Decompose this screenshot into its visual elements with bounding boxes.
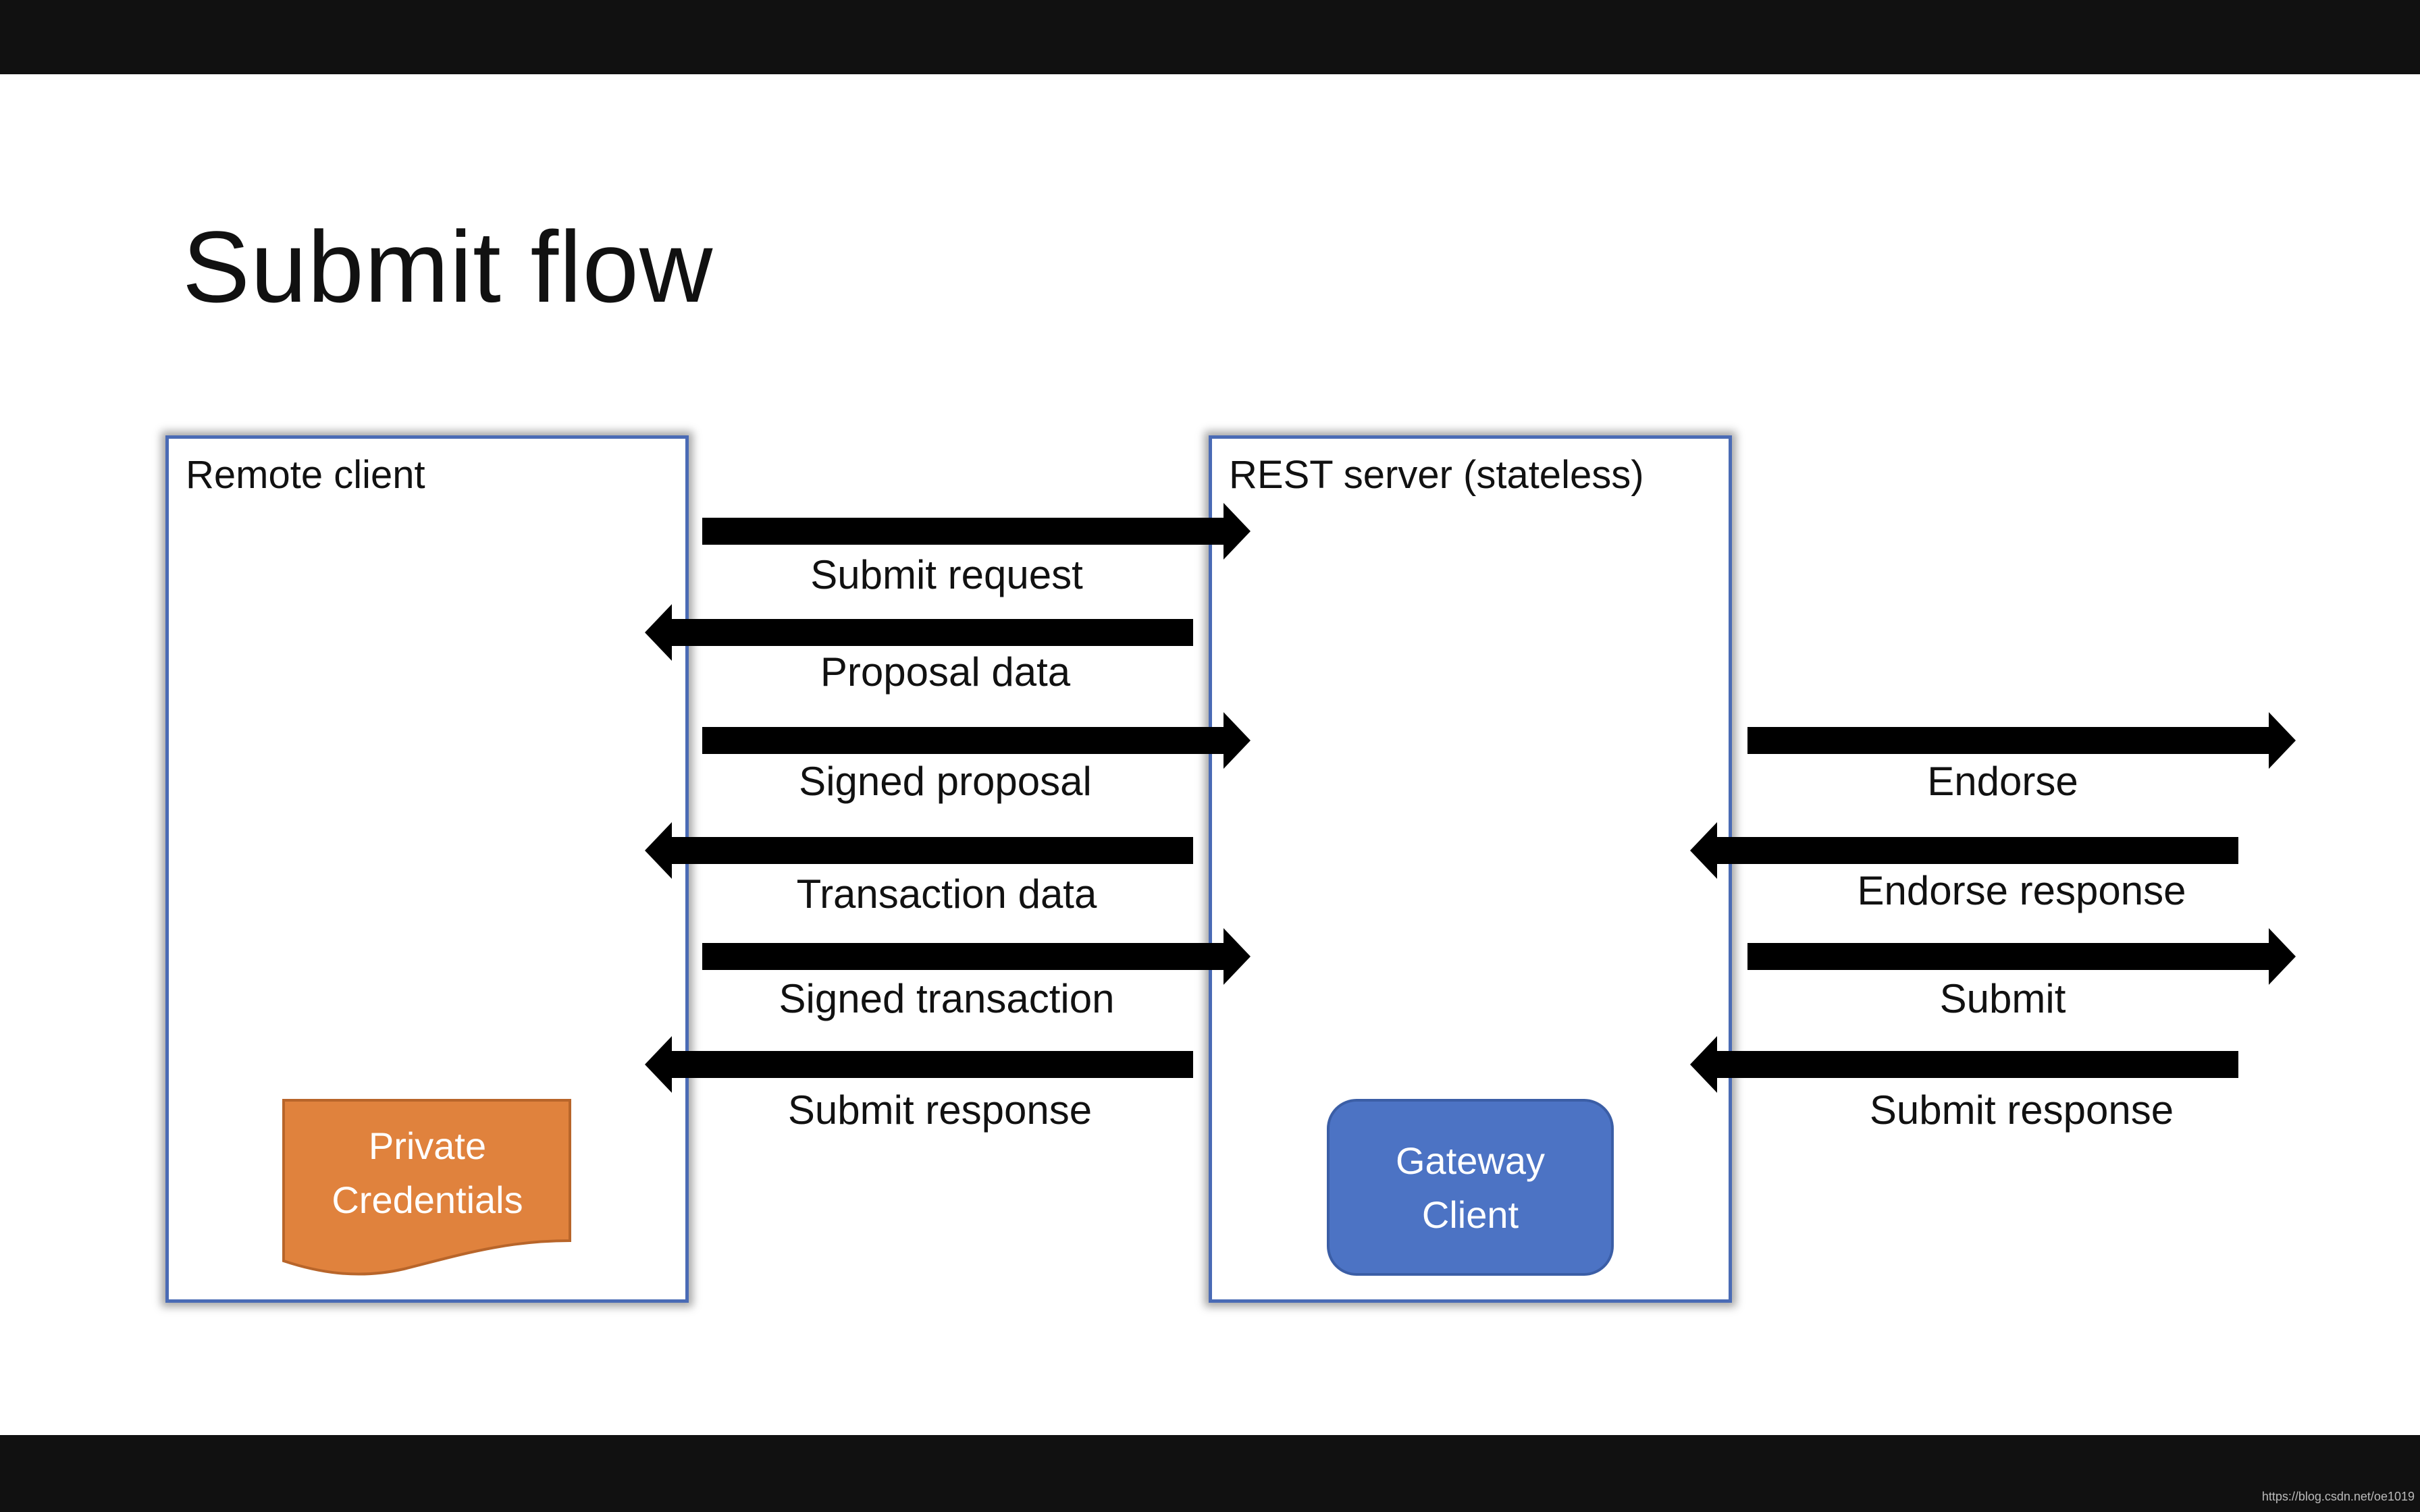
arrow-left-icon bbox=[645, 604, 1193, 661]
label-proposal-data: Proposal data bbox=[820, 649, 1071, 695]
arrow-left-icon bbox=[1690, 1036, 2238, 1093]
arrow-submit-request bbox=[702, 503, 1251, 560]
slide-title: Submit flow bbox=[182, 210, 714, 323]
label-submit: Submit bbox=[1939, 976, 2066, 1021]
arrow-left-icon bbox=[1690, 822, 2238, 879]
arrow-right-icon bbox=[1747, 712, 2296, 769]
label-transaction-data: Transaction data bbox=[796, 871, 1097, 917]
gateway-line2: Client bbox=[1421, 1193, 1519, 1236]
arrow-endorse bbox=[1747, 712, 2296, 769]
gateway-line1: Gateway bbox=[1396, 1139, 1545, 1182]
label-signed-proposal: Signed proposal bbox=[799, 759, 1092, 804]
arrow-left-icon bbox=[645, 1036, 1193, 1093]
credentials-line1: Private bbox=[368, 1125, 487, 1167]
label-endorse: Endorse bbox=[1927, 759, 2078, 804]
arrow-signed-transaction bbox=[702, 928, 1251, 985]
arrow-right-icon bbox=[702, 712, 1251, 769]
document-shape-icon bbox=[282, 1099, 571, 1276]
arrow-right-icon bbox=[1747, 928, 2296, 985]
arrow-proposal-data bbox=[645, 604, 1193, 661]
arrow-signed-proposal bbox=[702, 712, 1251, 769]
arrow-right-icon bbox=[702, 503, 1251, 560]
rest-server-label: REST server (stateless) bbox=[1229, 453, 1644, 497]
arrow-transaction-data bbox=[645, 822, 1193, 879]
arrow-left-icon bbox=[645, 822, 1193, 879]
watermark-url: https://blog.csdn.net/oe1019 bbox=[2261, 1490, 2415, 1503]
arrow-endorse-response bbox=[1690, 822, 2238, 879]
label-endorse-response: Endorse response bbox=[1857, 868, 2186, 913]
label-network-submit-response: Submit response bbox=[1869, 1087, 2174, 1133]
gateway-client-box: Gateway Client bbox=[1327, 1099, 1614, 1276]
credentials-line2: Credentials bbox=[332, 1179, 523, 1221]
arrow-client-submit-response bbox=[645, 1036, 1193, 1093]
top-letterbox-bar bbox=[0, 0, 2420, 74]
bottom-letterbox-bar bbox=[0, 1435, 2420, 1512]
label-client-submit-response: Submit response bbox=[787, 1087, 1093, 1133]
remote-client-label: Remote client bbox=[186, 453, 425, 497]
arrow-right-icon bbox=[702, 928, 1251, 985]
arrow-network-submit-response bbox=[1690, 1036, 2238, 1093]
arrow-submit bbox=[1747, 928, 2296, 985]
label-signed-transaction: Signed transaction bbox=[779, 976, 1115, 1021]
label-submit-request: Submit request bbox=[810, 552, 1083, 597]
private-credentials-document: Private Credentials bbox=[282, 1099, 573, 1277]
